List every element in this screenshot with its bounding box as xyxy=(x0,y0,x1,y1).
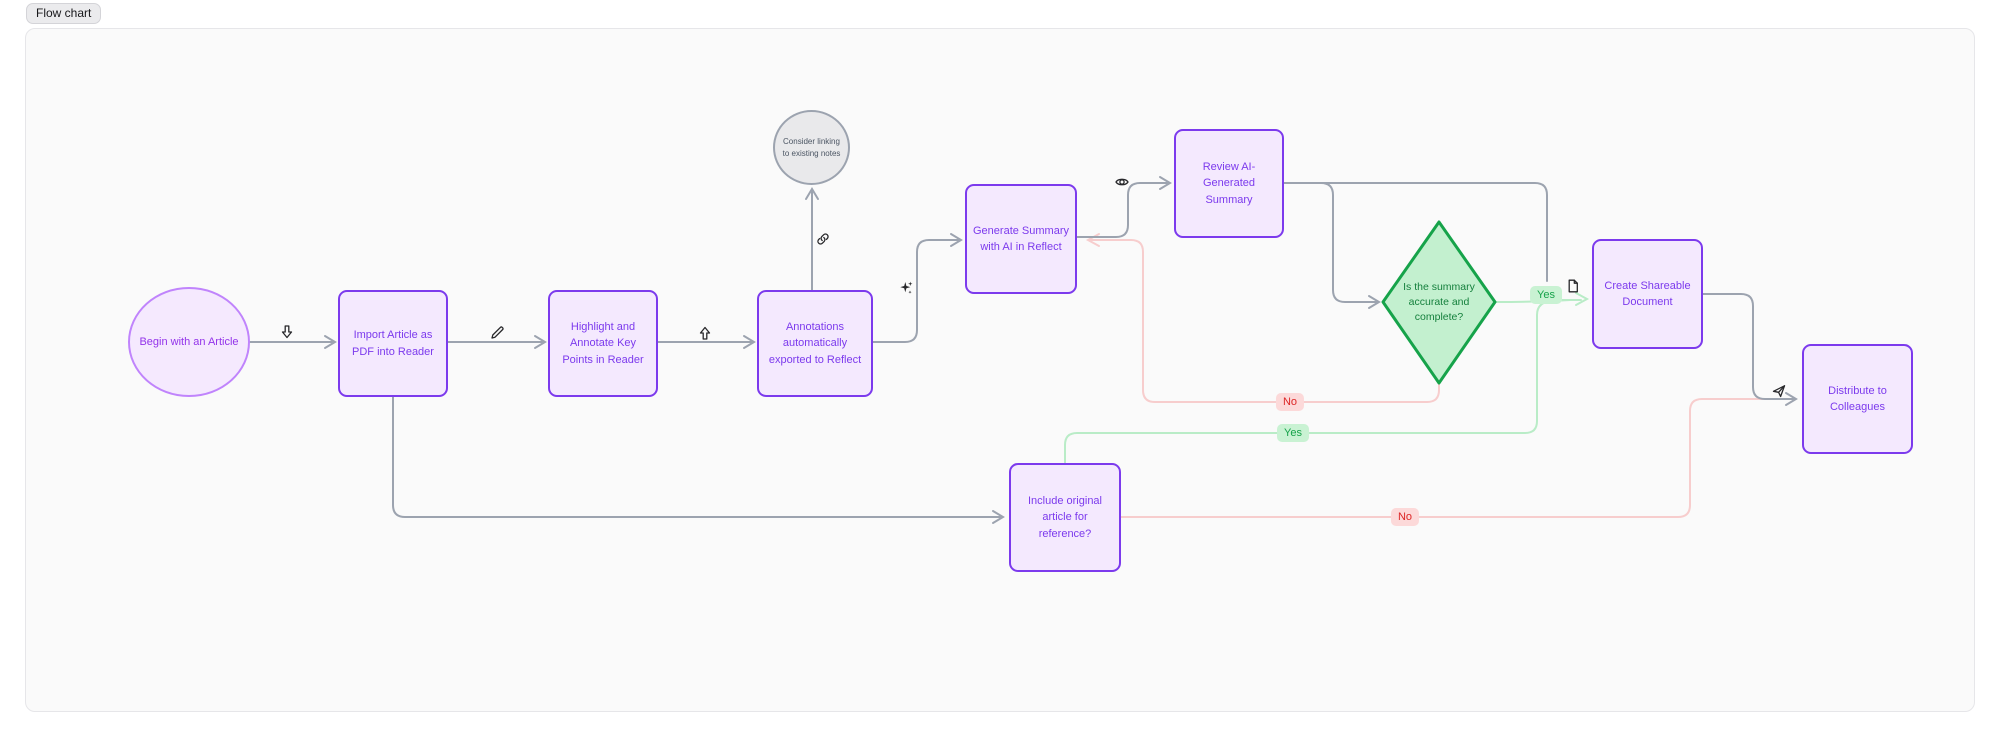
edge-annotations-generate xyxy=(872,233,963,343)
node-create-document[interactable]: Create Shareable Document xyxy=(1592,239,1703,349)
edge-import-highlight xyxy=(447,335,547,349)
node-label: Generate Summary with AI in Reflect xyxy=(973,224,1069,254)
edge-review-create xyxy=(1283,182,1548,282)
node-distribute-colleagues[interactable]: Distribute to Colleagues xyxy=(1802,344,1913,454)
node-label: Highlight and Annotate Key Points in Rea… xyxy=(562,320,644,366)
send-icon xyxy=(1772,384,1786,398)
file-icon xyxy=(1566,279,1580,293)
node-label: Begin with an Article xyxy=(139,335,239,348)
node-annotations-exported[interactable]: Annotations automatically exported to Re… xyxy=(757,290,873,397)
node-label: Review AI-Generated Summary xyxy=(1202,160,1256,206)
pencil-icon xyxy=(490,326,504,340)
node-begin-with-article[interactable]: Begin with an Article xyxy=(128,287,250,397)
flow-chart-badge[interactable]: Flow chart xyxy=(26,3,102,24)
label-decision-no: No xyxy=(1275,393,1305,411)
node-label: Is the summary accurate and complete? xyxy=(1403,280,1475,324)
node-import-article[interactable]: Import Article as PDF into Reader xyxy=(338,290,448,397)
edge-annotations-consider xyxy=(805,187,819,291)
link-icon xyxy=(816,232,830,246)
node-label: Create Shareable Document xyxy=(1604,279,1691,309)
node-highlight-annotate[interactable]: Highlight and Annotate Key Points in Rea… xyxy=(548,290,658,397)
node-label: Annotations automatically exported to Re… xyxy=(768,320,862,366)
decision-diamond-shape[interactable] xyxy=(1381,220,1497,385)
edge-generate-review xyxy=(1076,176,1172,238)
node-generate-summary[interactable]: Generate Summary with AI in Reflect xyxy=(965,184,1077,294)
node-include-original[interactable]: Include original article for reference? xyxy=(1009,463,1121,572)
node-label: Distribute to Colleagues xyxy=(1828,384,1887,414)
node-decision-label: Is the summary accurate and complete? xyxy=(1394,239,1484,366)
node-label: Consider linking to existing notes xyxy=(782,136,841,158)
label-decision-yes: Yes xyxy=(1530,286,1562,304)
node-label: Include original article for reference? xyxy=(1028,494,1102,540)
download-icon xyxy=(280,325,294,339)
node-review-summary[interactable]: Review AI-Generated Summary xyxy=(1174,129,1284,238)
edge-include-no xyxy=(1120,398,1777,518)
eye-icon xyxy=(1115,175,1129,189)
node-consider-linking[interactable]: Consider linking to existing notes xyxy=(773,110,850,185)
upload-icon xyxy=(698,326,712,340)
edge-import-include xyxy=(392,396,1005,524)
node-label: Import Article as PDF into Reader xyxy=(352,329,434,358)
edge-decision-no xyxy=(1085,233,1440,403)
edge-include-yes xyxy=(1064,299,1571,464)
sparkles-icon xyxy=(899,281,913,295)
label-include-yes: Yes xyxy=(1277,424,1309,442)
edge-highlight-annotations xyxy=(656,335,756,349)
label-include-no: No xyxy=(1390,508,1420,526)
edge-review-decision xyxy=(1283,182,1381,309)
edge-create-distribute xyxy=(1702,293,1798,406)
edge-start-import xyxy=(249,335,337,349)
